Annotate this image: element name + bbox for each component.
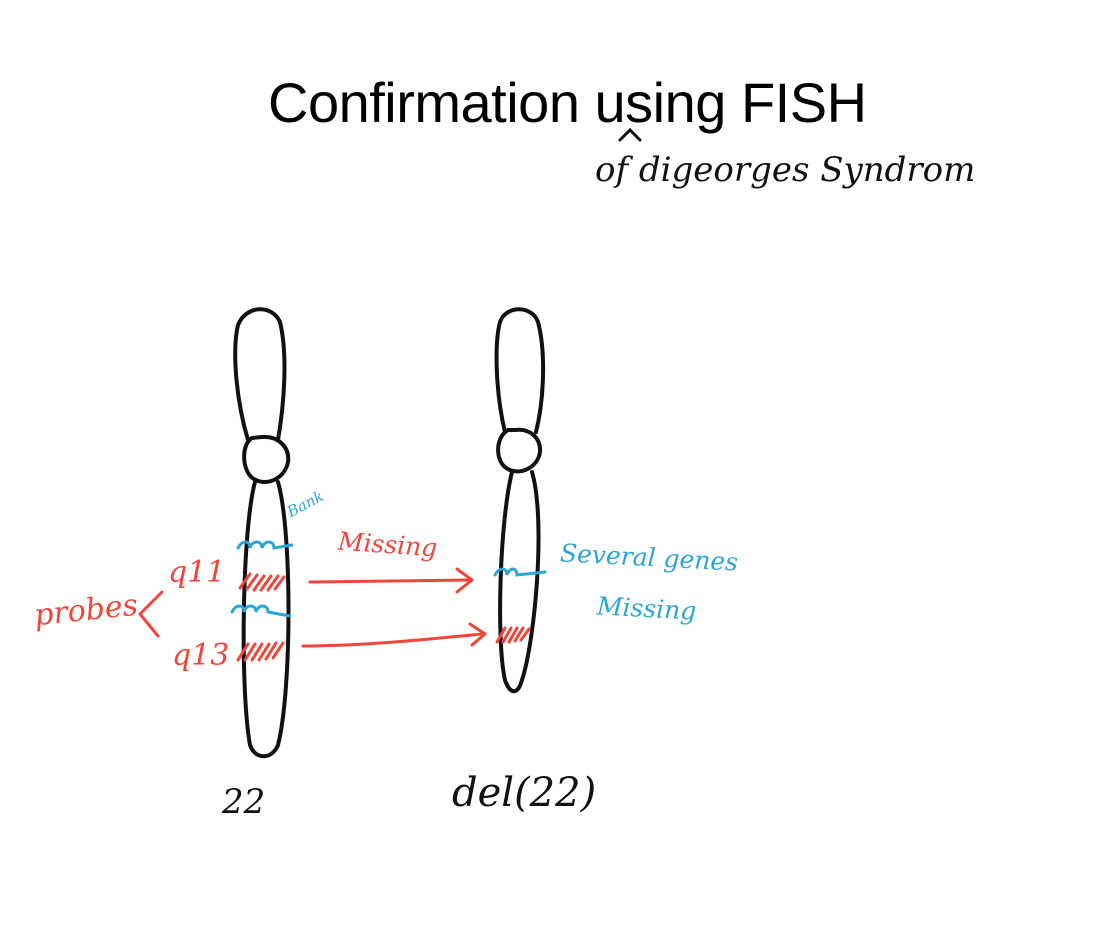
p-arm-del bbox=[494, 307, 546, 434]
chromosome-22-label: 22 bbox=[222, 782, 266, 822]
chromosome-del22-label: del(22) bbox=[452, 770, 597, 816]
p-arm bbox=[233, 307, 287, 442]
arrow-q11 bbox=[308, 567, 474, 594]
chromosome-del22 bbox=[494, 307, 546, 694]
subtitle-annotation: of digeorges Syndrom bbox=[595, 150, 976, 190]
page-title: Confirmation using FISH bbox=[268, 71, 867, 134]
centromere bbox=[242, 434, 291, 484]
band-q13-label: q13 bbox=[172, 638, 230, 673]
chromosome-22 bbox=[233, 307, 291, 759]
missing-note-label: Missing bbox=[596, 591, 698, 626]
probes-brace bbox=[138, 590, 164, 638]
insertion-caret bbox=[618, 127, 642, 142]
blue-band-marks bbox=[230, 540, 547, 618]
band-q11-label: q11 bbox=[168, 555, 226, 590]
arrow-q13 bbox=[301, 622, 487, 648]
centromere-del bbox=[496, 427, 543, 474]
probe-q13-hatch-del bbox=[495, 626, 531, 644]
q-arm-del bbox=[498, 470, 541, 694]
probe-q13-hatch bbox=[236, 641, 285, 662]
probe-q11-hatch bbox=[238, 572, 286, 592]
q-arm bbox=[241, 480, 291, 759]
